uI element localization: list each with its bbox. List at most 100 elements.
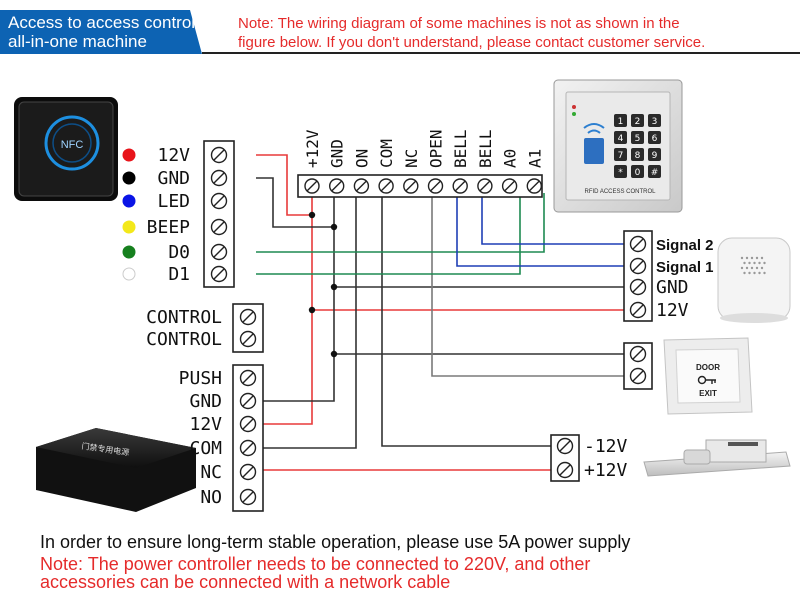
doorbell-grille-hole bbox=[745, 256, 749, 260]
doorbell-grille-hole bbox=[743, 271, 746, 275]
doorbell-grille-hole bbox=[755, 266, 759, 270]
nfc-reader-device: NFC bbox=[14, 97, 118, 201]
exit-label-top: DOOR bbox=[696, 363, 720, 372]
keypad-key bbox=[648, 131, 661, 144]
keypad-key-label: 1 bbox=[618, 117, 624, 127]
keypad-key-label: 5 bbox=[635, 134, 641, 144]
reader-terminal-label: D1 bbox=[168, 264, 190, 285]
keypad-key-label: * bbox=[618, 168, 623, 178]
controller-terminal-screw bbox=[403, 178, 419, 194]
header-underline bbox=[202, 52, 800, 54]
doorbell-grille-hole bbox=[753, 271, 756, 275]
keypad-key bbox=[648, 165, 661, 178]
footer-note-line-2: accessories can be connected with a netw… bbox=[40, 572, 451, 592]
power-supply-terminal-screw bbox=[239, 415, 257, 433]
doorbell-grille-hole bbox=[763, 261, 766, 265]
power-supply-terminal-label: NC bbox=[200, 462, 222, 483]
power-supply-terminal-block bbox=[232, 364, 264, 512]
header: Access to access control all-in-one mach… bbox=[0, 0, 800, 58]
keypad-key-label: 0 bbox=[635, 168, 641, 178]
wire-on bbox=[256, 193, 357, 449]
controller-terminal-label: NC bbox=[402, 149, 421, 168]
controller-terminal-label: BELL bbox=[476, 129, 495, 168]
reader-wire-color-dot bbox=[122, 194, 136, 208]
doorbell-terminal-block bbox=[623, 230, 653, 322]
doorbell-grille-hole bbox=[753, 261, 756, 265]
keypad-key-label: 2 bbox=[635, 117, 641, 127]
doorbell-grille-hole bbox=[758, 271, 761, 275]
reader-terminal-label: GND bbox=[157, 168, 190, 189]
controller-terminal-label: OPEN bbox=[427, 129, 446, 168]
controller-terminal-label: BELL bbox=[451, 129, 470, 168]
header-note-line-1: Note: The wiring diagram of some machine… bbox=[238, 15, 680, 32]
title-line-1: Access to access control bbox=[8, 13, 196, 32]
keypad-key bbox=[648, 148, 661, 161]
controller-terminal-screw bbox=[329, 178, 345, 194]
junction-dot bbox=[308, 211, 316, 219]
controller-terminal-screw bbox=[452, 178, 468, 194]
reader-wire-color-dot bbox=[122, 267, 136, 281]
junction-dot bbox=[330, 350, 338, 358]
controller-terminal-screw bbox=[477, 178, 493, 194]
wire-12v-bus bbox=[256, 193, 313, 425]
controller-terminal-screw bbox=[353, 178, 370, 194]
doorbell-grille-hole bbox=[748, 261, 751, 265]
keypad-key bbox=[648, 114, 661, 127]
keypad-key bbox=[614, 131, 627, 144]
keypad-key-label: 8 bbox=[635, 151, 641, 161]
wire-reader-12v bbox=[256, 154, 312, 216]
power-supply-device: 门禁专用电源 bbox=[36, 428, 196, 512]
keypad-key bbox=[631, 148, 644, 161]
doorbell-terminal-screw bbox=[629, 278, 647, 296]
electric-lock-device bbox=[643, 439, 791, 477]
wire-open-exit bbox=[431, 193, 628, 377]
control-terminal-screw bbox=[239, 308, 257, 326]
lock-terminal-block bbox=[550, 434, 580, 482]
reader-terminal-screw bbox=[210, 169, 228, 187]
reader-wire-color-dot bbox=[122, 245, 136, 259]
exit-terminal-screw bbox=[629, 367, 647, 385]
controller-terminal-screw bbox=[526, 178, 542, 194]
doorbell-grille-hole bbox=[763, 271, 766, 275]
reader-terminal-label: LED bbox=[157, 191, 190, 212]
lock-terminal-screw bbox=[556, 461, 574, 479]
exit-button-device: DOOR EXIT bbox=[663, 337, 753, 415]
doorbell-grille-hole bbox=[750, 256, 754, 260]
keypad-key-label: # bbox=[651, 168, 659, 178]
keypad-key bbox=[631, 165, 644, 178]
keypad-key-label: 6 bbox=[652, 134, 658, 144]
keypad-device-label: RFID ACCESS CONTROL bbox=[584, 189, 656, 195]
wire-reader-gnd bbox=[256, 177, 334, 228]
power-supply-terminal-label: COM bbox=[189, 438, 222, 459]
controller-terminal-screw bbox=[304, 178, 320, 194]
keypad-key bbox=[631, 131, 644, 144]
lock-terminal-label: -12V bbox=[584, 436, 628, 457]
controller-terminal-label: A0 bbox=[501, 149, 520, 168]
control-terminal-label: CONTROL bbox=[146, 307, 222, 328]
doorbell-grille-hole bbox=[745, 266, 749, 270]
lock-terminal-screw bbox=[556, 437, 574, 455]
nfc-logo: NFC bbox=[61, 139, 84, 151]
doorbell-terminal-screw bbox=[629, 257, 647, 275]
junction-dot bbox=[308, 306, 316, 314]
wire-gnd-bus bbox=[256, 193, 335, 402]
reader-terminal-screw bbox=[210, 146, 228, 164]
doorbell-terminal-label: Signal 2 bbox=[656, 237, 714, 254]
controller-terminal-label: A1 bbox=[525, 149, 544, 168]
footer-note-line-1: Note: The power controller needs to be c… bbox=[40, 554, 591, 574]
power-supply-terminal-screw bbox=[239, 369, 257, 387]
controller-terminal-label: ON bbox=[352, 149, 371, 168]
reader-terminal-screw bbox=[210, 265, 228, 283]
wire-bell-2 bbox=[481, 193, 628, 245]
keypad-key-label: 3 bbox=[652, 117, 658, 127]
control-terminal-block bbox=[232, 303, 264, 353]
controller-terminal-label: GND bbox=[328, 139, 347, 168]
wire-d1 bbox=[256, 193, 521, 275]
wire-bell-1 bbox=[456, 193, 628, 267]
power-supply-terminal-label: PUSH bbox=[179, 368, 222, 389]
doorbell-grille-hole bbox=[740, 256, 744, 260]
controller-terminal-label: +12V bbox=[303, 129, 322, 168]
power-supply-terminal-screw bbox=[239, 463, 257, 481]
